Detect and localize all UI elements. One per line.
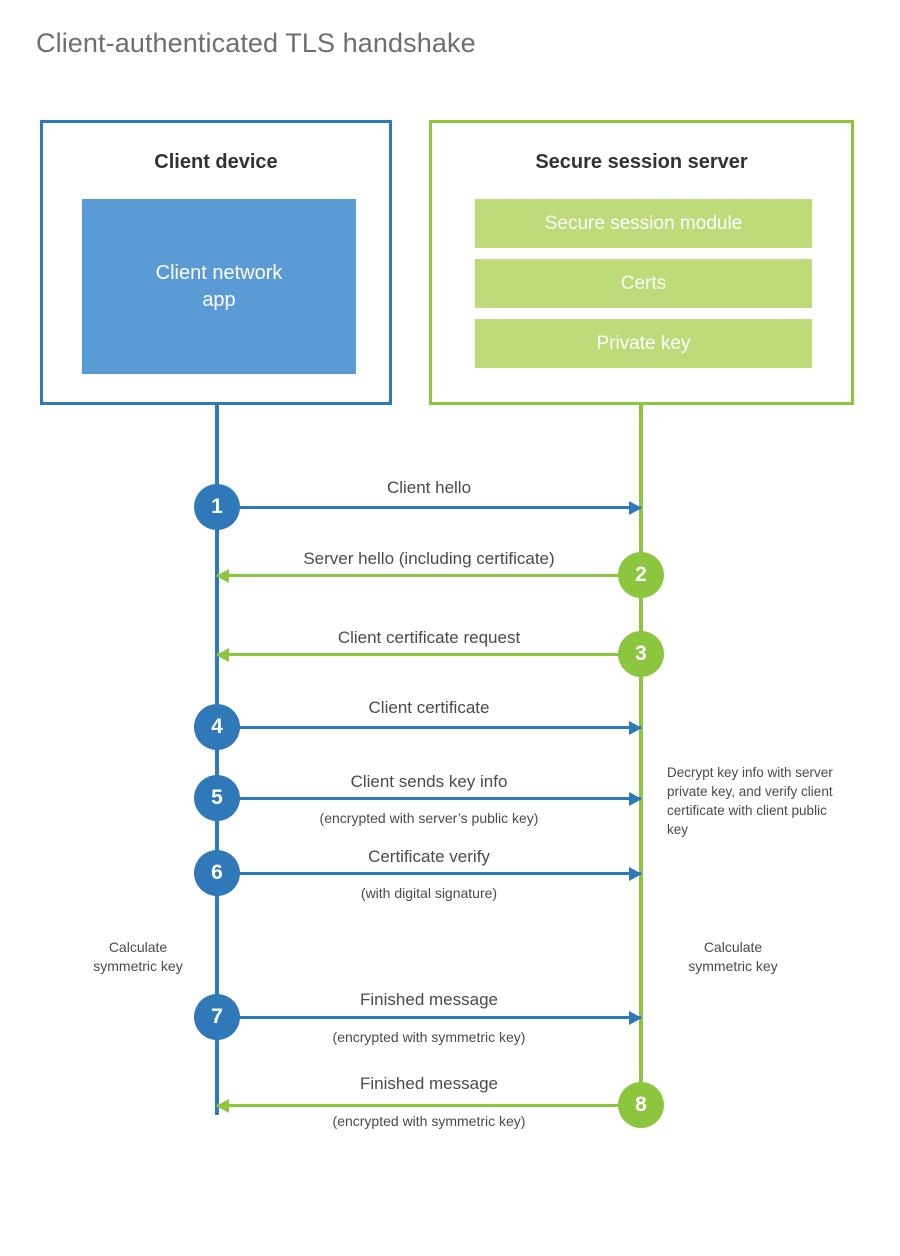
step-1-label: Client hello [386, 478, 472, 497]
step-6-label: Certificate verify [368, 847, 490, 866]
server-decrypt-annotation: Decrypt key info with server private key… [667, 765, 833, 838]
arrowhead-right-icon [629, 500, 642, 515]
secure-session-server-title: Secure session server [535, 151, 748, 173]
step-1-arrow [217, 500, 642, 515]
step-number: 6 [211, 861, 223, 884]
client-calculate-symmetric-key-note: Calculate symmetric key [93, 939, 183, 974]
arrowhead-right-icon [629, 720, 642, 735]
server-component-private-key: Private key [475, 319, 812, 368]
step-3-label: Client certificate request [337, 628, 521, 647]
step-2-label: Server hello (including certificate) [303, 549, 555, 568]
step-3-marker[interactable]: 3 [618, 631, 664, 677]
step-7-marker[interactable]: 7 [194, 994, 240, 1040]
server-component-certs: Certs [475, 259, 812, 308]
client-network-app-label: Client network app [155, 261, 283, 311]
step-1-marker[interactable]: 1 [194, 484, 240, 530]
arrowhead-left-icon [216, 1098, 229, 1113]
server-component-label: Certs [620, 272, 667, 294]
step-3-arrow [216, 647, 641, 662]
arrowhead-right-icon [629, 866, 642, 881]
arrowhead-left-icon [216, 568, 229, 583]
client-device-box: Client device Client network app [40, 120, 392, 405]
server-lifeline [639, 405, 643, 1107]
server-components-stack: Secure session module Certs Private key [475, 199, 812, 379]
step-5-sublabel: (encrypted with server’s public key) [319, 810, 539, 826]
step-4-arrow [217, 720, 642, 735]
step-6-marker[interactable]: 6 [194, 850, 240, 896]
step-number: 1 [211, 495, 223, 518]
server-calculate-symmetric-key-note: Calculate symmetric key [688, 939, 778, 974]
step-number: 3 [635, 642, 647, 665]
step-8-marker[interactable]: 8 [618, 1082, 664, 1128]
step-6-sublabel: (with digital signature) [360, 885, 498, 901]
server-component-secure-session-module: Secure session module [475, 199, 812, 248]
step-number: 8 [635, 1093, 647, 1116]
step-2-arrow [216, 568, 641, 583]
step-4-marker[interactable]: 4 [194, 704, 240, 750]
step-number: 7 [211, 1005, 223, 1028]
secure-session-server-box: Secure session server Secure session mod… [429, 120, 854, 405]
step-2-marker[interactable]: 2 [618, 552, 664, 598]
client-device-title: Client device [154, 151, 278, 173]
step-7-arrow [217, 1010, 642, 1025]
step-4-label: Client certificate [368, 698, 490, 717]
page-title: Client-authenticated TLS handshake [36, 28, 476, 58]
step-number: 5 [211, 786, 223, 809]
step-8-arrow [216, 1098, 641, 1113]
step-8-sublabel: (encrypted with symmetric key) [332, 1113, 526, 1129]
server-component-label: Secure session module [544, 212, 743, 234]
arrowhead-right-icon [629, 791, 642, 806]
step-number: 4 [211, 715, 223, 738]
client-lifeline [215, 405, 219, 1115]
server-component-label: Private key [596, 332, 691, 354]
step-8-label: Finished message [360, 1074, 498, 1093]
step-6-arrow [217, 866, 642, 881]
arrowhead-right-icon [629, 1010, 642, 1025]
step-5-arrow [217, 791, 642, 806]
step-number: 2 [635, 563, 647, 586]
client-network-app-block: Client network app [82, 199, 356, 374]
arrowhead-left-icon [216, 647, 229, 662]
step-7-sublabel: (encrypted with symmetric key) [332, 1029, 526, 1045]
step-5-label: Client sends key info [350, 772, 508, 791]
step-7-label: Finished message [360, 990, 498, 1009]
step-5-marker[interactable]: 5 [194, 775, 240, 821]
